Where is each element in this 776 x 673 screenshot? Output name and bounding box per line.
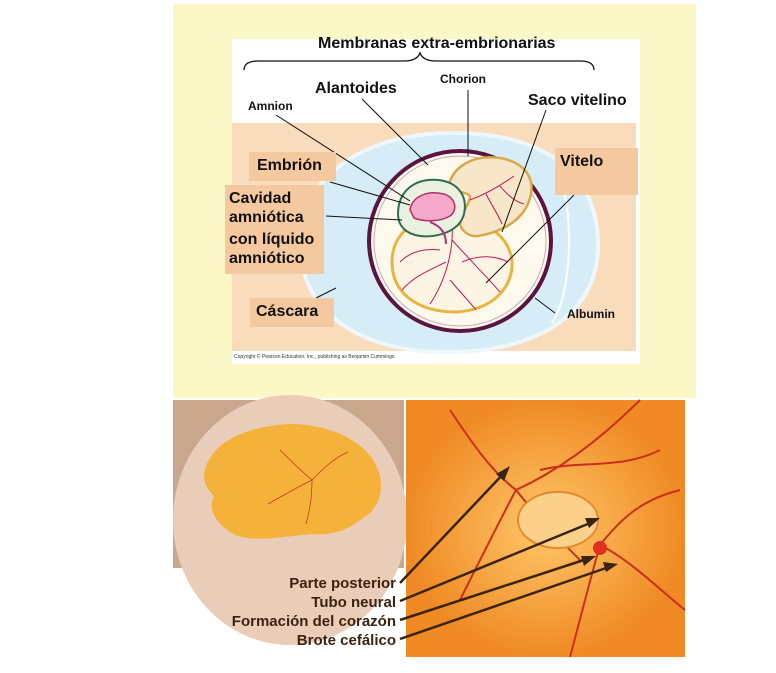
label-cavidad-1: Cavidad	[229, 189, 291, 208]
embryo-photo-heart	[593, 541, 607, 555]
label-cascara: Cáscara	[256, 303, 318, 321]
label-saco-vitelino: Saco vitelino	[528, 92, 627, 110]
label-formacion-corazon: Formación del corazón	[232, 613, 396, 630]
label-cavidad-4: amniótico	[229, 249, 305, 268]
label-cavidad-3: con líquido	[229, 230, 314, 249]
label-chorion: Chorion	[440, 72, 486, 86]
label-embrion: Embrión	[257, 157, 322, 175]
label-tubo-neural: Tubo neural	[311, 594, 396, 611]
label-vitelo: Vitelo	[560, 153, 603, 171]
label-brote-cefalico: Brote cefálico	[297, 632, 396, 649]
label-alantoides: Alantoides	[315, 80, 397, 98]
diagram-title: Membranas extra-embrionarias	[318, 35, 555, 53]
label-amnion: Amnion	[248, 99, 293, 113]
label-albumin: Albumin	[567, 307, 615, 321]
label-cavidad-2: amniótica	[229, 208, 304, 227]
copyright-note: Copyright © Pearson Education, Inc., pub…	[234, 354, 396, 360]
label-parte-posterior: Parte posterior	[289, 575, 396, 592]
